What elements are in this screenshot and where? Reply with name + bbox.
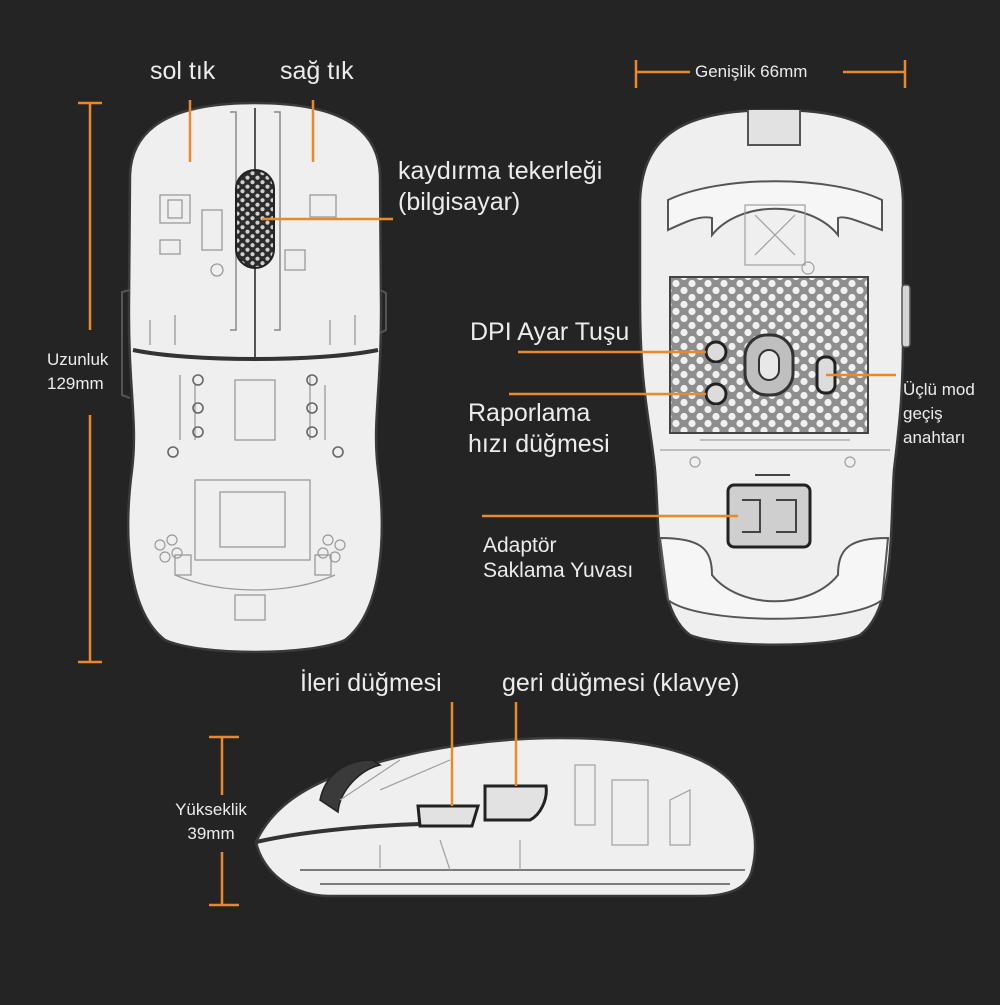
width-label: Genişlik 66mm — [695, 62, 808, 81]
side-internal-details — [339, 759, 691, 871]
length-label: Uzunluk 129mm — [47, 350, 109, 393]
top-view-body — [126, 101, 384, 654]
back-button-label: geri düğmesi (klavye) — [502, 669, 740, 697]
scroll-wheel-label: kaydırma tekerleği (bilgisayar) — [398, 157, 603, 216]
sensor-lens — [758, 349, 780, 381]
top-view-mouse — [121, 101, 387, 654]
base-line — [300, 869, 745, 885]
button-separator-curve — [132, 348, 379, 361]
adapter-slot-label: Adaptör Saklama Yuvası — [483, 534, 634, 582]
top-glide-pad — [667, 180, 883, 238]
callout-lines — [78, 60, 907, 907]
front-feet-dots — [154, 534, 346, 563]
wheel-slot — [747, 110, 801, 146]
dpi-button-label: DPI Ayar Tuşu — [470, 318, 630, 346]
left-click-label: sol tık — [150, 57, 216, 85]
height-label: Yükseklik 39mm — [175, 800, 247, 843]
tri-mode-switch-label: Üçlü mod geçiş anahtarı — [903, 380, 975, 447]
adapter-slot[interactable] — [726, 483, 812, 549]
dpi-button[interactable] — [704, 340, 728, 364]
scroll-wheel-side — [319, 759, 382, 814]
bottom-glide-pad — [658, 536, 890, 620]
forward-button-label: İleri düğmesi — [300, 669, 442, 697]
internal-screws — [167, 374, 344, 458]
side-grip-right — [379, 289, 387, 334]
side-button-grip — [901, 284, 911, 348]
button-seam — [255, 822, 421, 844]
polling-rate-button-label: Raporlama hızı düğmesi — [468, 399, 610, 458]
forward-button[interactable] — [416, 804, 481, 828]
polling-rate-button[interactable] — [704, 382, 728, 406]
back-button[interactable] — [483, 784, 548, 822]
internal-details — [149, 194, 356, 621]
adapter-dongle-outline — [742, 474, 797, 533]
side-grip-left — [121, 289, 131, 399]
right-click-label: sağ tık — [280, 57, 354, 85]
bottom-view-mouse — [638, 108, 911, 646]
side-view-mouse — [254, 736, 757, 898]
bottom-internal-details — [660, 204, 890, 468]
